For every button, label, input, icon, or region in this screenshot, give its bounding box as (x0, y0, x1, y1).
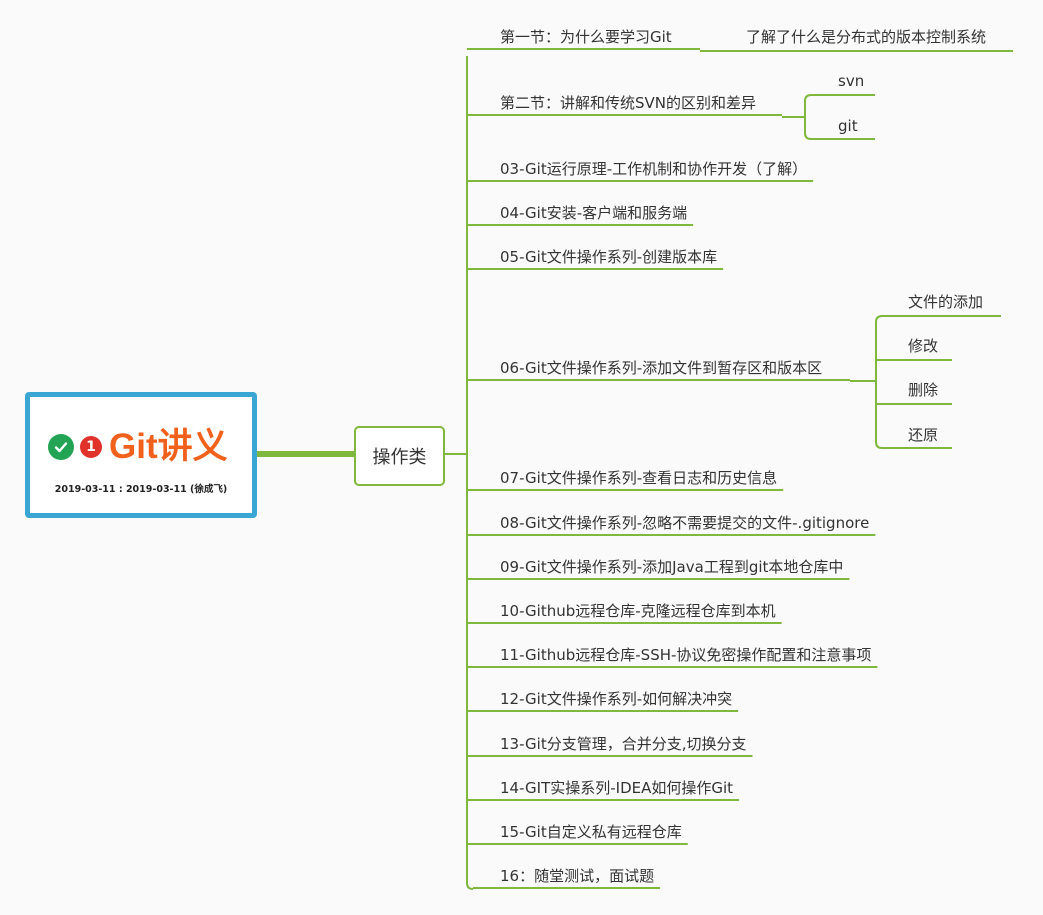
file-ops-bracket (850, 315, 1001, 449)
topic-label[interactable]: 03-Git运行原理-工作机制和协作开发（了解） (500, 160, 808, 178)
root-title-row: 1 Git讲义 (48, 427, 228, 467)
subtopic-label[interactable]: 修改 (908, 337, 939, 355)
topic-label[interactable]: 06-Git文件操作系列-添加文件到暂存区和版本区 (500, 359, 823, 377)
topic-label[interactable]: 10-Github远程仓库-克隆远程仓库到本机 (500, 602, 776, 620)
root-title: Git讲义 (109, 427, 228, 466)
main-spine (466, 56, 474, 890)
topic-label[interactable]: 16：随堂测试，面试题 (500, 867, 655, 885)
root-node[interactable]: 1 Git讲义 2019-03-11 : 2019-03-11 (徐成飞) (25, 392, 257, 518)
topic-label[interactable]: 05-Git文件操作系列-创建版本库 (500, 248, 718, 266)
topic-label[interactable]: 第一节：为什么要学习Git (500, 28, 672, 46)
topic-label[interactable]: 07-Git文件操作系列-查看日志和历史信息 (500, 469, 778, 487)
topic-label[interactable]: 08-Git文件操作系列-忽略不需要提交的文件-.gitignore (500, 514, 870, 532)
topic-label[interactable]: 第二节：讲解和传统SVN的区别和差异 (500, 94, 757, 112)
topic-label[interactable]: 14-GIT实操系列-IDEA如何操作Git (500, 779, 734, 797)
subtopic-label[interactable]: 文件的添加 (908, 293, 984, 311)
svn-git-bracket (782, 94, 875, 140)
root-date: 2019-03-11 : 2019-03-11 (徐成飞) (54, 484, 228, 495)
check-icon (48, 434, 74, 460)
priority-icon: 1 (80, 436, 102, 458)
subtopic-label[interactable]: svn (838, 72, 865, 90)
topic-label[interactable]: 11-Github远程仓库-SSH-协议免密操作配置和注意事项 (500, 646, 872, 664)
topic-label[interactable]: 13-Git分支管理，合并分支,切换分支 (500, 735, 747, 753)
subtopic-label[interactable]: 了解了什么是分布式的版本控制系统 (746, 28, 987, 46)
topic-label[interactable]: 15-Git自定义私有远程仓库 (500, 823, 682, 841)
subtopic-label[interactable]: 删除 (908, 381, 939, 399)
category-node[interactable]: 操作类 (354, 426, 445, 486)
topic-label[interactable]: 09-Git文件操作系列-添加Java工程到git本地仓库中 (500, 558, 844, 576)
topic-label[interactable]: 12-Git文件操作系列-如何解决冲突 (500, 690, 733, 708)
subtopic-label[interactable]: 还原 (908, 426, 939, 444)
root-connector (255, 451, 354, 457)
topic-label[interactable]: 04-Git安装-客户端和服务端 (500, 204, 688, 222)
branch-underlines (467, 48, 878, 889)
subtopic-label[interactable]: git (838, 117, 858, 135)
